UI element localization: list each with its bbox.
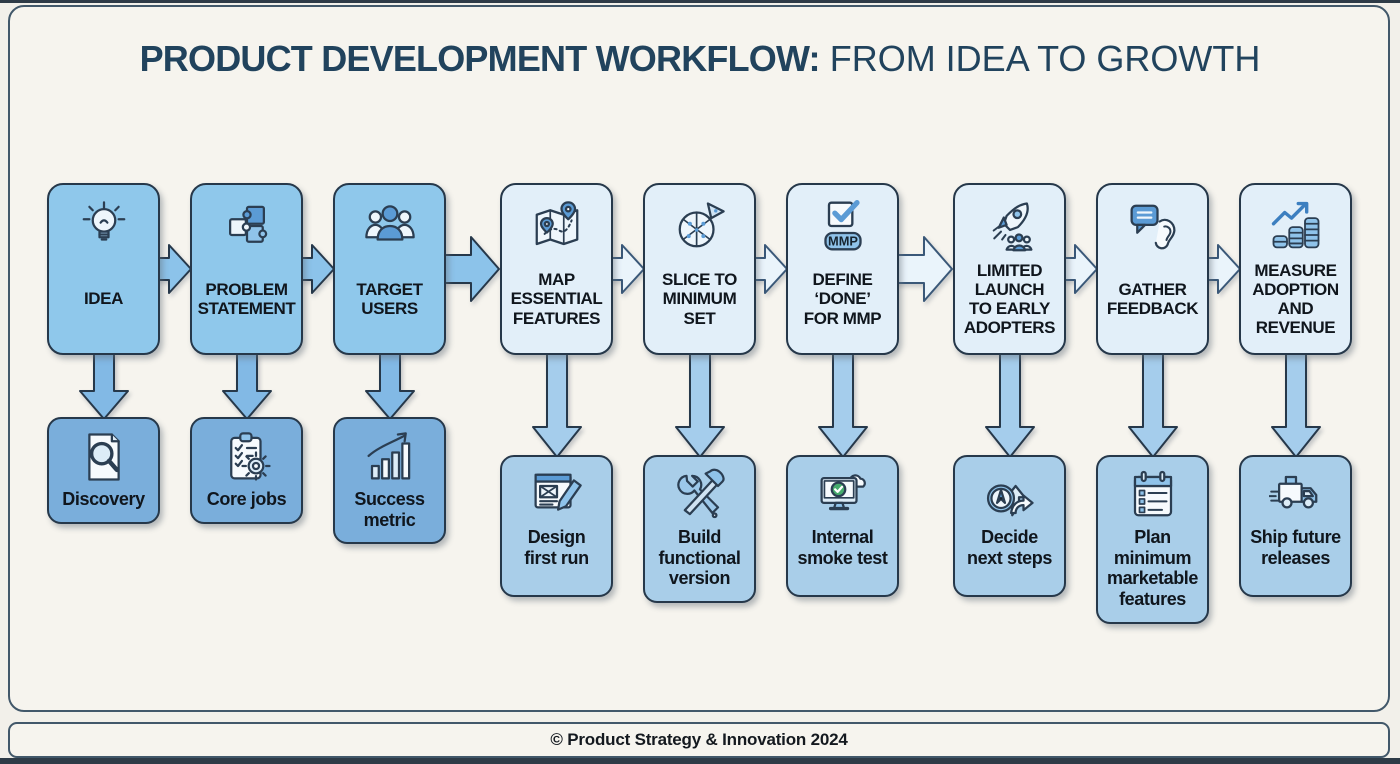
footer-bar: © Product Strategy & Innovation 2024 [8,722,1390,758]
workflow-column-define-done: MMP DEFINE ‘DONE’ FOR MMP [786,183,953,624]
arrow-down-icon [221,353,272,420]
substep-label: Plan minimum marketable features [1106,527,1199,610]
workflow-column-problem: PROBLEM STATEMENT Core jobs [190,183,335,624]
substep-box-ship-releases: Ship future releases [1239,455,1352,597]
monitor-check-icon [816,467,870,523]
mmp-badge: MMP [828,233,858,248]
top-edge-strip [0,0,1400,3]
substep-box-discovery: Discovery [47,417,160,524]
step-box-map-essential-features: MAP ESSENTIAL FEATURES [500,183,613,355]
substep-label: Internal smoke test [797,527,888,568]
substep-label: Ship future releases [1250,527,1341,568]
step-label: MEASURE ADOPTION AND REVENUE [1252,260,1339,338]
compass-paths-icon [983,467,1037,523]
substep-box-design-first-run: Design first run [500,455,613,597]
users-icon [363,197,417,255]
step-box-problem-statement: PROBLEM STATEMENT [190,183,303,355]
step-label: DEFINE ‘DONE’ FOR MMP [803,270,882,328]
rocket-launch-icon [983,197,1037,255]
workflow-column-idea: IDEA Discovery [47,183,192,624]
step-label: LIMITED LAUNCH TO EARLY ADOPTERS [963,260,1056,338]
substep-label: Core jobs [206,489,287,509]
arrow-down-icon [531,353,582,458]
step-box-gather-feedback: GATHER FEEDBACK [1096,183,1209,355]
substep-label: Discovery [62,489,145,509]
puzzle-pieces-icon [220,197,274,255]
arrow-down-icon [1127,353,1178,458]
step-box-slice-to-minimum-set: SLICE TO MINIMUM SET [643,183,756,355]
bottom-edge-strip [0,758,1400,764]
step-label: TARGET USERS [356,279,423,318]
step-label: MAP ESSENTIAL FEATURES [510,270,603,328]
workflow-column-slice-minimum: SLICE TO MINIMUM SET Build functional ve… [643,183,788,624]
step-box-define-done-mmp: MMP DEFINE ‘DONE’ FOR MMP [786,183,899,355]
wrench-hammer-icon [673,467,727,523]
step-box-idea: IDEA [47,183,160,355]
coins-growth-icon [1269,197,1323,255]
substep-box-plan-mmf: Plan minimum marketable features [1096,455,1209,624]
arrow-down-icon [817,353,868,458]
arrow-down-icon [1270,353,1321,458]
speech-ear-icon [1126,197,1180,255]
substep-label: Success metric [354,489,425,530]
document-magnifier-icon [77,429,131,485]
substep-label: Design first run [524,527,589,568]
growth-bars-icon [363,429,417,485]
step-label: PROBLEM STATEMENT [197,279,296,318]
arrow-down-icon [674,353,725,458]
substep-box-build-functional: Build functional version [643,455,756,604]
page-title-regular: FROM IDEA TO GROWTH [829,38,1261,79]
copyright-text: © Product Strategy & Innovation 2024 [550,730,848,749]
workflow-row: IDEA Discovery [47,183,1352,624]
substep-box-internal-smoke-test: Internal smoke test [786,455,899,597]
workflow-column-map-features: MAP ESSENTIAL FEATURES Design first run [500,183,645,624]
substep-box-decide-next-steps: Decide next steps [953,455,1066,597]
substep-label: Build functional version [658,527,741,589]
calendar-list-icon [1126,467,1180,523]
clipboard-gear-icon [220,429,274,485]
workflow-column-limited-launch: LIMITED LAUNCH TO EARLY ADOPTERS Decide … [953,183,1098,624]
arrow-down-icon [364,353,415,420]
lightbulb-icon [77,197,131,255]
wireframe-pencil-icon [530,467,584,523]
step-box-target-users: TARGET USERS [333,183,446,355]
arrow-down-icon [984,353,1035,458]
workflow-column-target-users: TARGET USERS Success metric [333,183,500,624]
substep-box-core-jobs: Core jobs [190,417,303,524]
workflow-column-gather-feedback: GATHER FEEDBACK [1096,183,1241,624]
substep-label: Decide next steps [966,527,1053,568]
page-title: PRODUCT DEVELOPMENT WORKFLOW:FROM IDEA T… [0,38,1400,80]
step-label: IDEA [83,289,124,309]
workflow-column-measure-revenue: MEASURE ADOPTION AND REVENUE Ship future [1239,183,1352,624]
substep-box-success-metric: Success metric [333,417,446,545]
map-pins-icon [530,197,584,255]
step-box-limited-launch: LIMITED LAUNCH TO EARLY ADOPTERS [953,183,1066,355]
pizza-slice-icon [673,197,727,255]
page-title-bold: PRODUCT DEVELOPMENT WORKFLOW: [139,38,821,79]
step-label: GATHER FEEDBACK [1106,279,1199,318]
step-box-measure-adoption-revenue: MEASURE ADOPTION AND REVENUE [1239,183,1352,355]
checkbox-icon: MMP [815,197,871,255]
delivery-truck-icon [1268,467,1323,523]
arrow-down-icon [78,353,129,420]
step-label: SLICE TO MINIMUM SET [662,270,737,328]
